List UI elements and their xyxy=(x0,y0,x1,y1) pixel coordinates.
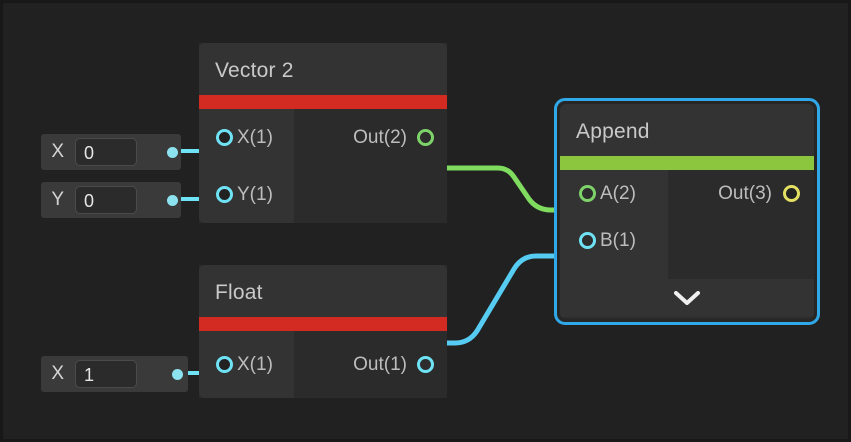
input-port-a-icon[interactable] xyxy=(579,185,596,202)
output-label-out2: Out(2) xyxy=(353,126,407,148)
output-label-out3: Out(3) xyxy=(718,182,772,204)
node-append-title: Append xyxy=(560,104,814,156)
property-value-vector2-x[interactable]: 0 xyxy=(75,138,137,166)
input-port-y-icon[interactable] xyxy=(216,186,233,203)
input-label-x: X(1) xyxy=(237,126,273,148)
node-float-outputs: Out(1) xyxy=(294,331,447,398)
input-port-b-icon[interactable] xyxy=(579,232,596,249)
input-row-y[interactable]: Y(1) xyxy=(199,166,294,223)
node-float-title: Float xyxy=(199,265,447,317)
property-value-float-x[interactable]: 1 xyxy=(75,360,137,388)
node-append-outputs: Out(3) xyxy=(668,170,814,279)
input-row-float-x[interactable]: X(1) xyxy=(199,331,294,398)
node-float[interactable]: Float X(1) Out(1) xyxy=(199,265,447,398)
input-label-b: B(1) xyxy=(600,229,636,251)
property-value-vector2-y[interactable]: 0 xyxy=(75,186,137,214)
node-float-inputs: X(1) xyxy=(199,331,294,398)
output-port-out1-icon[interactable] xyxy=(417,356,434,373)
property-row-vector2-x[interactable]: X 0 xyxy=(41,134,181,170)
property-connector-dot-vector2-x[interactable] xyxy=(167,147,178,158)
input-label-a: A(2) xyxy=(600,182,636,204)
property-label-x: X xyxy=(51,141,65,162)
output-label-out1: Out(1) xyxy=(353,353,407,375)
node-append[interactable]: Append A(2) B(1) Out(3) xyxy=(554,98,820,325)
input-port-x-icon[interactable] xyxy=(216,129,233,146)
property-row-vector2-y[interactable]: Y 0 xyxy=(41,182,181,218)
output-row-out3[interactable]: Out(3) xyxy=(668,170,814,217)
node-vector2-body: X(1) Y(1) Out(2) xyxy=(199,109,447,223)
node-vector2-title: Vector 2 xyxy=(199,43,447,95)
property-connector-dot-vector2-y[interactable] xyxy=(167,195,178,206)
input-row-b[interactable]: B(1) xyxy=(560,217,668,264)
node-append-body: A(2) B(1) Out(3) xyxy=(560,170,814,279)
property-label-float-x: X xyxy=(51,363,65,384)
node-vector2-accent-bar xyxy=(199,95,447,109)
input-row-a[interactable]: A(2) xyxy=(560,170,668,217)
node-vector2-inputs: X(1) Y(1) xyxy=(199,109,294,223)
input-port-float-x-icon[interactable] xyxy=(216,356,233,373)
property-label-y: Y xyxy=(51,189,65,210)
property-connector-dot-float-x[interactable] xyxy=(172,369,183,380)
node-float-body: X(1) Out(1) xyxy=(199,331,447,398)
output-port-out2-icon[interactable] xyxy=(417,129,434,146)
chevron-down-icon[interactable] xyxy=(674,291,700,305)
output-row-out1[interactable]: Out(1) xyxy=(294,331,447,398)
output-row-out2[interactable]: Out(2) xyxy=(294,109,447,166)
input-label-float-x: X(1) xyxy=(237,353,273,375)
node-float-inner: Float X(1) Out(1) xyxy=(199,265,447,398)
input-label-y: Y(1) xyxy=(237,183,273,205)
node-append-inner: Append A(2) B(1) Out(3) xyxy=(560,104,814,319)
node-append-accent-bar xyxy=(560,156,814,170)
node-append-inputs: A(2) B(1) xyxy=(560,170,668,279)
node-vector2-outputs: Out(2) xyxy=(294,109,447,223)
input-row-x[interactable]: X(1) xyxy=(199,109,294,166)
node-append-expand-button[interactable] xyxy=(560,279,814,317)
node-float-accent-bar xyxy=(199,317,447,331)
output-port-out3-icon[interactable] xyxy=(783,185,800,202)
node-vector2-inner: Vector 2 X(1) Y(1) Out(2) xyxy=(199,43,447,223)
node-vector2[interactable]: Vector 2 X(1) Y(1) Out(2) xyxy=(199,43,447,223)
property-row-float-x[interactable]: X 1 xyxy=(41,356,188,392)
